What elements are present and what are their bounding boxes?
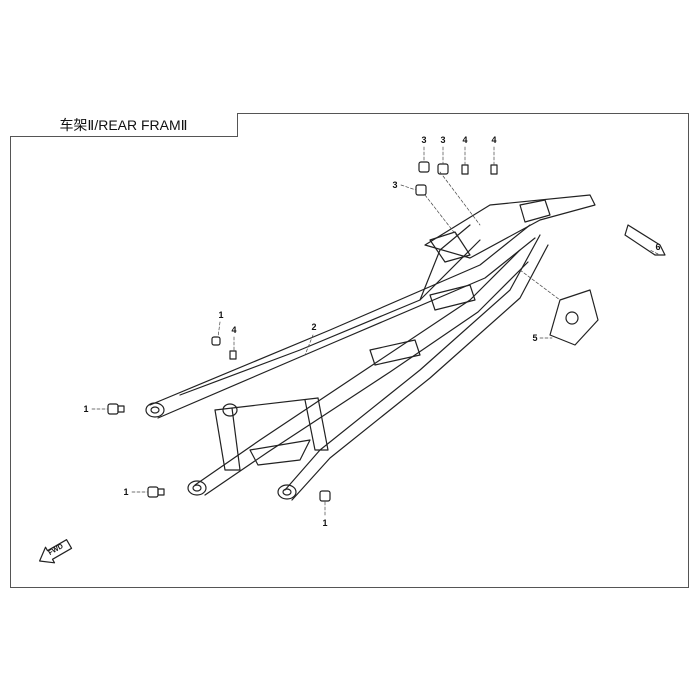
callout-4: 4: [462, 135, 468, 145]
callout-3: 3: [440, 135, 446, 145]
callout-1: 1: [218, 310, 224, 320]
part-5-bracket: [549, 289, 599, 346]
callout-3: 3: [421, 135, 427, 145]
diagram-title: 车架Ⅱ/REAR FRAMⅡ: [10, 113, 238, 137]
frame-tail: [424, 194, 596, 263]
callout-5: 5: [532, 333, 538, 343]
callout-4: 4: [231, 325, 237, 335]
callout-1: 1: [322, 518, 328, 528]
callout-1: 1: [123, 487, 129, 497]
callout-3: 3: [392, 180, 398, 190]
leader-lines: [91, 146, 659, 516]
callout-6: 6: [655, 242, 661, 252]
frame-mount-eyes: [145, 402, 297, 500]
frame-right-rail: [284, 234, 549, 501]
frame-upper-rail: [179, 224, 481, 396]
fwd-arrow-icon: [39, 539, 73, 564]
frame-lower-rail: [194, 249, 529, 496]
callout-4: 4: [491, 135, 497, 145]
diagram-border: [10, 113, 689, 588]
callout-1: 1: [83, 404, 89, 414]
frame-cross-members: [214, 284, 476, 471]
frame-left-rail: [149, 224, 536, 419]
callout-2: 2: [311, 322, 317, 332]
part-6-clip: [624, 224, 666, 256]
